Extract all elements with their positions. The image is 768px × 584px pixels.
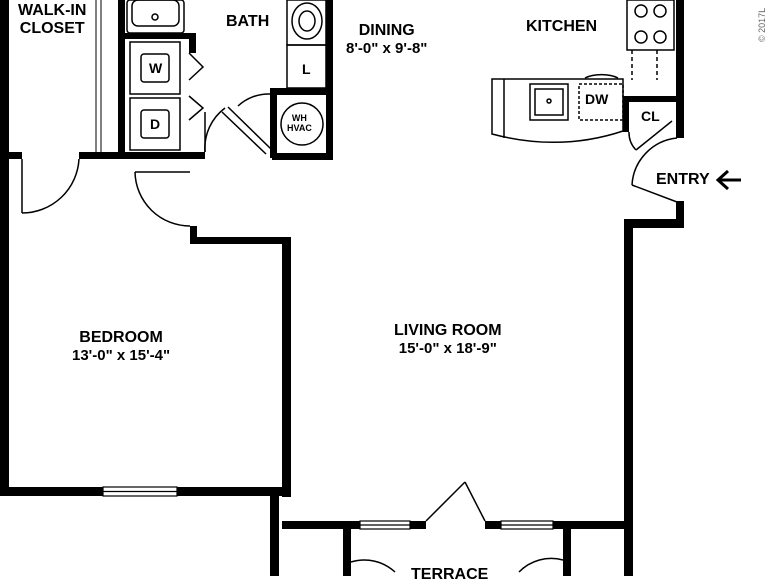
washer-box [129, 41, 181, 95]
living-room-dims: 15'-0" x 18'-9" [398, 340, 497, 357]
walk-in-closet-label: WALK-IN CLOSET [18, 2, 86, 38]
wh-text: WH [291, 113, 307, 123]
coat-closet-label: CL [641, 108, 660, 124]
kitchen-sink [529, 83, 569, 121]
wall-left-exterior [0, 0, 9, 495]
walls [0, 0, 684, 576]
wall-bath-bottom [272, 153, 333, 160]
entry-label: ENTRY [656, 171, 710, 188]
wall-living-bottom-right [553, 521, 633, 529]
linen-closet [286, 44, 327, 89]
wall-bath-right [326, 0, 333, 160]
wall-cl-left [623, 96, 629, 132]
dishwasher-label: DW [585, 91, 609, 107]
doors [21, 52, 678, 573]
wall-terrace-right [563, 521, 571, 576]
closet-shelving [95, 0, 102, 152]
wall-living-right [624, 219, 633, 576]
wall-laundry-right [189, 33, 196, 53]
dishwasher-box [578, 83, 624, 121]
wall-living-bottom-mid [410, 521, 426, 529]
dining-dims: 8'-0" x 9'-8" [346, 40, 428, 57]
wall-living-bottom-mid2 [485, 521, 501, 529]
washer-label: W [149, 60, 163, 76]
wall-laundry-bottom [135, 152, 205, 159]
wall-closet-laundry [118, 0, 125, 158]
wall-laundry-top [118, 33, 196, 39]
living-room-name: LIVING ROOM [394, 322, 502, 339]
dryer-box [129, 97, 181, 151]
wall-cl-top [623, 96, 684, 102]
sink-basin [291, 2, 323, 40]
walk-in-closet-line1: WALK-IN [18, 2, 87, 19]
bath-label: BATH [226, 13, 270, 30]
wall-bedroom-top-jog [190, 226, 197, 244]
wall-living-right-top [624, 219, 684, 228]
wall-bedroom-top-right [190, 237, 290, 244]
windows [102, 486, 554, 530]
wall-lower-left [270, 487, 279, 576]
bedroom-dims: 13'-0" x 15'-4" [72, 347, 171, 364]
wall-bedroom-bottom-right [177, 487, 290, 496]
wall-bedroom-bottom-left [0, 487, 103, 496]
hvac-text: HVAC [287, 123, 312, 133]
wall-closet-bottom-left [0, 152, 22, 159]
copyright-text: © 2017L [757, 7, 767, 42]
bath-fixtures [126, 0, 327, 151]
terrace-label: TERRACE [411, 566, 489, 583]
kitchen-island [491, 78, 624, 143]
wall-living-bottom-left [282, 521, 360, 529]
bedroom-label: BEDROOM 13'-0" x 15'-4" [72, 329, 170, 365]
water-heater [280, 102, 324, 146]
dining-label: DINING 8'-0" x 9'-8" [346, 22, 427, 58]
water-heater-label: WH HVAC [287, 113, 312, 133]
wall-bedroom-living-divider [282, 237, 291, 497]
wall-kitchen-right [676, 0, 684, 138]
walk-in-closet-line2: CLOSET [19, 20, 85, 37]
wall-wh-left [270, 88, 277, 158]
entry-arrow-icon [715, 169, 741, 191]
wall-wh-top [270, 88, 333, 95]
dryer-label: D [150, 116, 161, 132]
stove [626, 0, 675, 51]
wall-terrace-left [343, 521, 351, 576]
linen-label: L [302, 61, 311, 77]
bathtub [126, 0, 185, 34]
wall-closet-bottom-right [79, 152, 135, 159]
living-room-label: LIVING ROOM 15'-0" x 18'-9" [394, 322, 502, 358]
kitchen-fixtures [491, 0, 675, 143]
wall-entry-bottom-right [676, 201, 684, 227]
bedroom-name: BEDROOM [79, 329, 163, 346]
kitchen-label: KITCHEN [526, 18, 598, 35]
dining-name: DINING [358, 22, 415, 39]
